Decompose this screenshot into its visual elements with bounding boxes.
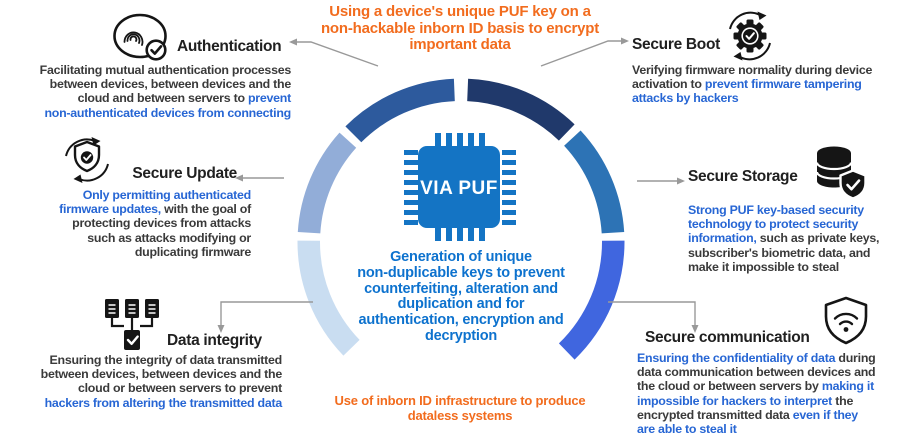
connector-arrows	[217, 37, 699, 333]
section-desc-secure-boot: Verifying firmware normality during devi…	[632, 63, 873, 106]
section-title-secure-update: Secure Update	[132, 165, 237, 182]
ring-segment-top-left	[345, 78, 455, 143]
fingerprint-check-icon	[113, 13, 167, 61]
section-desc-secure-update: Only permitting authenticated firmware u…	[59, 188, 251, 259]
puf-chip-icon: VIA PUF	[404, 133, 516, 241]
connector-arrow-authentication	[289, 38, 379, 67]
bottom-note: Use of inborn ID infrastructure to produ…	[334, 393, 586, 423]
shield-sync-check-icon	[65, 137, 109, 183]
section-desc-authentication: Facilitating mutual authentication proce…	[39, 63, 292, 120]
shield-wifi-icon	[824, 296, 868, 345]
chip-label: VIA PUF	[420, 178, 498, 199]
top-note: Using a device's unique PUF key on a non…	[320, 3, 600, 53]
section-desc-secure-communication: Ensuring the confidentiality of data dur…	[637, 351, 876, 437]
middle-note: Generation of unique non-duplicable keys…	[357, 249, 565, 344]
connector-arrow-data-integrity	[217, 301, 313, 333]
connector-arrow-secure-storage	[637, 177, 685, 185]
ring-segment-bottom-left	[297, 240, 360, 356]
gear-sync-check-icon	[729, 11, 771, 61]
chip-pins	[404, 133, 516, 241]
database-shield-check-icon	[815, 146, 867, 200]
section-title-secure-boot: Secure Boot	[632, 36, 720, 53]
puf-ring	[297, 78, 625, 360]
chip-body	[418, 146, 500, 228]
ring-segment-right-lower	[558, 240, 625, 360]
ring-segment-top-right	[467, 78, 575, 141]
section-title-secure-storage: Secure Storage	[688, 168, 798, 185]
connector-arrow-secure-boot	[540, 37, 629, 67]
ring-segment-left	[297, 132, 357, 234]
section-title-secure-communication: Secure communication	[645, 329, 810, 346]
connector-arrow-secure-communication	[608, 301, 699, 333]
documents-check-icon	[105, 299, 159, 350]
section-desc-data-integrity: Ensuring the integrity of data transmitt…	[40, 353, 283, 410]
ring-segment-right-upper	[564, 130, 625, 234]
section-desc-secure-storage: Strong PUF key-based security technology…	[688, 203, 880, 274]
section-title-data-integrity: Data integrity	[167, 332, 262, 349]
connector-arrow-secure-update	[235, 174, 284, 182]
section-title-authentication: Authentication	[177, 38, 282, 55]
